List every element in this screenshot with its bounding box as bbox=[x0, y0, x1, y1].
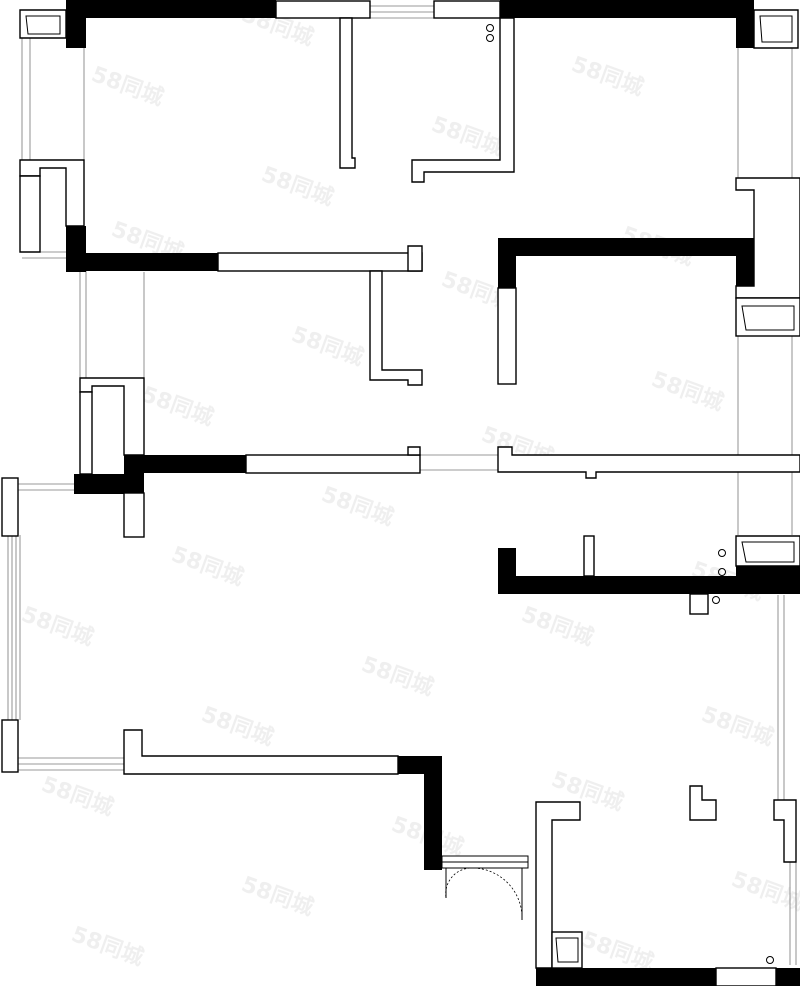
window-sill-details bbox=[25, 15, 795, 963]
watermark: 58同城 bbox=[358, 651, 437, 701]
pipe-icon bbox=[718, 568, 726, 576]
watermark: 58同城 bbox=[318, 481, 397, 531]
pipe-icon bbox=[718, 549, 726, 557]
watermark: 58同城 bbox=[568, 51, 647, 101]
entry-door bbox=[441, 855, 529, 921]
pipe-icon bbox=[486, 34, 494, 42]
watermark: 58同城 bbox=[88, 61, 167, 111]
pipe-icon bbox=[766, 956, 774, 964]
watermark: 58同城 bbox=[698, 701, 777, 751]
watermark: 58同城 bbox=[728, 866, 800, 916]
load-bearing-walls bbox=[66, 0, 800, 986]
watermark: 58同城 bbox=[138, 381, 217, 431]
watermark: 58同城 bbox=[428, 111, 507, 161]
watermark: 58同城 bbox=[68, 921, 147, 971]
watermark: 58同城 bbox=[18, 601, 97, 651]
watermark: 58同城 bbox=[168, 541, 247, 591]
watermark: 58同城 bbox=[198, 701, 277, 751]
pipe-icon bbox=[486, 24, 494, 32]
pipe-fixtures bbox=[486, 24, 774, 964]
pipe-icon bbox=[712, 596, 720, 604]
watermark: 58同城 bbox=[238, 871, 317, 921]
watermark: 58同城 bbox=[258, 161, 337, 211]
watermark: 58同城 bbox=[38, 771, 117, 821]
watermark: 58同城 bbox=[648, 366, 727, 416]
window-glazing bbox=[7, 5, 797, 965]
watermark: 58同城 bbox=[518, 601, 597, 651]
watermark: 58同城 bbox=[288, 321, 367, 371]
